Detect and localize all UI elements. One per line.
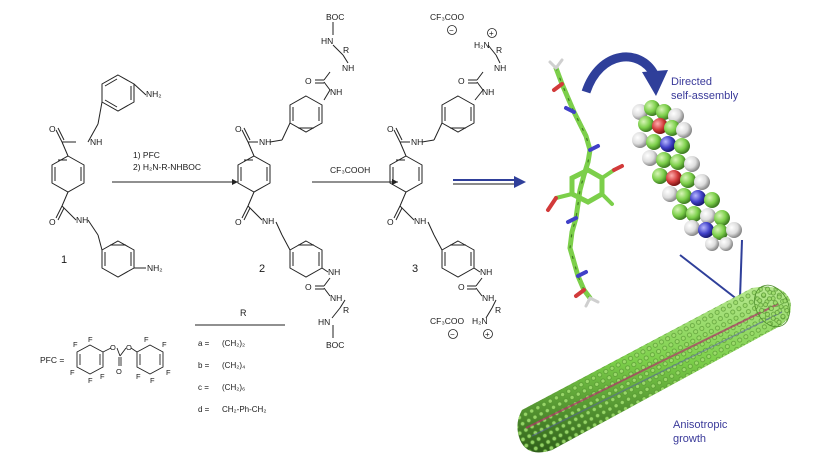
pfc-o-2: O xyxy=(116,367,122,376)
c3-o-1: O xyxy=(387,124,394,134)
r-row-a-val: (CH₂)₂ xyxy=(222,339,245,348)
c3-nh-top2: NH xyxy=(482,87,494,97)
pfc-f-5: F xyxy=(100,372,105,381)
compound-2-label: 2 xyxy=(259,263,265,275)
anisotropic-label: Anisotropic xyxy=(673,419,728,431)
c3-minus-top: − xyxy=(449,26,454,35)
c2-hn-top: HN xyxy=(321,36,333,46)
compound-1-labels: NH₂ NH O O NH NH₂ 1 xyxy=(49,89,163,273)
c3-nh-bot1: NH xyxy=(480,267,492,277)
c3-h2n-bottom: H₂N xyxy=(472,316,488,326)
c2-nh-top2: NH xyxy=(330,87,342,97)
step1-line2: 2) H₂N-R-NHBOC xyxy=(133,162,201,172)
compound-3 xyxy=(389,44,501,319)
growth-label: growth xyxy=(673,433,706,445)
c3-r-top: R xyxy=(496,45,502,55)
c1-o-top: O xyxy=(49,124,56,134)
compound-3-labels: CF₃COO − + H₂N R NH O NH O NH O NH NH O … xyxy=(387,12,506,339)
compound-2-labels: BOC HN R NH O NH O NH O NH NH O NH R HN … xyxy=(235,12,354,350)
c3-r-bottom: R xyxy=(495,305,501,315)
pfc-labels: PFC = F F F F F O O O F F F F F xyxy=(40,335,171,385)
c2-boc-top: BOC xyxy=(326,12,344,22)
c3-plus-bottom: + xyxy=(485,330,490,339)
c3-o-2: O xyxy=(387,217,394,227)
c3-h2n-top: H₂N xyxy=(474,40,490,50)
connector-lines xyxy=(679,239,743,301)
pfc-f-10: F xyxy=(136,372,141,381)
annotations: Directed self-assembly Anisotropic growt… xyxy=(671,76,739,445)
curved-arrow xyxy=(581,52,668,96)
transform-arrow xyxy=(453,176,526,188)
pfc-f-4: F xyxy=(88,376,93,385)
directed-label: Directed xyxy=(671,76,712,88)
c2-nh-top1: NH xyxy=(342,63,354,73)
c3-o-bottom: O xyxy=(458,282,465,292)
c3-minus-top-circle xyxy=(447,25,457,35)
c2-o-bottom: O xyxy=(305,282,312,292)
c2-o-2: O xyxy=(235,217,242,227)
c3-plus-top-circle xyxy=(487,28,497,38)
reaction-arrow-2: CF₃COOH xyxy=(312,165,398,185)
reaction-arrow-1: 1) PFC 2) H₂N-R-NHBOC xyxy=(112,150,238,185)
c3-cf3coo-top: CF₃COO xyxy=(430,12,465,22)
c2-r-top: R xyxy=(343,45,349,55)
r-row-c-val: (CH₂)₆ xyxy=(222,383,245,392)
pfc-f-1: F xyxy=(73,340,78,349)
r-row-c-key: c = xyxy=(198,383,209,392)
c3-minus-bottom-circle xyxy=(448,329,458,339)
c2-o-1: O xyxy=(235,124,242,134)
c1-o-bottom: O xyxy=(49,217,56,227)
pfc-structure xyxy=(76,344,164,375)
compound-3-label: 3 xyxy=(412,263,418,275)
c2-nh-bot1: NH xyxy=(328,267,340,277)
c2-nh-bot2: NH xyxy=(330,293,342,303)
compound-1-label: 1 xyxy=(61,254,67,266)
self-assembly-label: self-assembly xyxy=(671,90,739,102)
step2-reagent: CF₃COOH xyxy=(330,165,370,175)
c3-plus-top: + xyxy=(489,29,494,38)
r-group-table: R a = (CH₂)₂ b = (CH₂)₄ c = (CH₂)₆ d = C… xyxy=(195,308,285,414)
space-filling-dimer xyxy=(632,100,742,251)
r-row-d-val: CH₂-Ph-CH₂ xyxy=(222,405,266,414)
pfc-f-8: F xyxy=(166,368,171,377)
pfc-f-6: F xyxy=(144,335,149,344)
pfc-f-2: F xyxy=(88,335,93,344)
pfc-f-3: F xyxy=(70,368,75,377)
r-table-header: R xyxy=(240,308,247,318)
pfc-label: PFC = xyxy=(40,355,64,365)
pfc-o-1: O xyxy=(110,343,116,352)
c1-nh2-top: NH₂ xyxy=(146,89,162,99)
c3-minus-bottom: − xyxy=(450,330,455,339)
c3-plus-bottom-circle xyxy=(483,329,493,339)
r-row-d-key: d = xyxy=(198,405,210,414)
compound-2 xyxy=(237,22,349,338)
pfc-f-7: F xyxy=(162,340,167,349)
pfc-o-3: O xyxy=(126,343,132,352)
c2-nh-1: NH xyxy=(259,137,271,147)
pfc-f-9: F xyxy=(150,376,155,385)
c3-o-top: O xyxy=(458,76,465,86)
c2-boc-bottom: BOC xyxy=(326,340,344,350)
c2-r-bottom: R xyxy=(343,305,349,315)
c1-nh-top: NH xyxy=(90,137,102,147)
c2-nh-2: NH xyxy=(262,216,274,226)
c1-nh-bottom: NH xyxy=(76,215,88,225)
stick-model xyxy=(546,58,624,308)
c2-o-top: O xyxy=(305,76,312,86)
r-row-a-key: a = xyxy=(198,339,210,348)
c2-hn-bottom: HN xyxy=(318,317,330,327)
c3-nh-1: NH xyxy=(411,137,423,147)
r-row-b-key: b = xyxy=(198,361,210,370)
c3-nh-bot2: NH xyxy=(482,293,494,303)
c3-cf3coo-bottom: CF₃COO xyxy=(430,316,465,326)
c3-nh-2: NH xyxy=(414,216,426,226)
c3-nh-top1: NH xyxy=(494,63,506,73)
compound-1 xyxy=(51,74,147,278)
step1-line1: 1) PFC xyxy=(133,150,160,160)
c1-nh2-bottom: NH₂ xyxy=(147,263,163,273)
r-row-b-val: (CH₂)₄ xyxy=(222,361,245,370)
nanotube xyxy=(517,284,791,453)
